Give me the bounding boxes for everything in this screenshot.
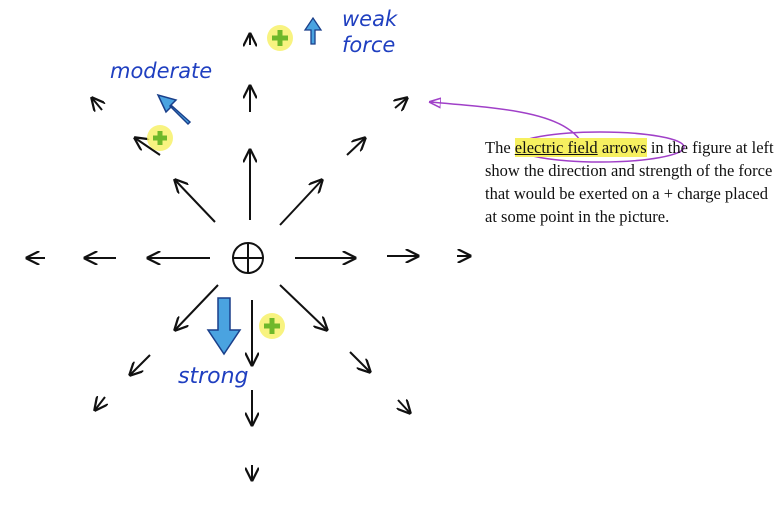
label-moderate: moderate <box>110 59 212 83</box>
field-arrow <box>92 98 102 110</box>
field-arrow <box>175 284 219 330</box>
field-arrows <box>27 34 470 480</box>
caption-rest: in the figure at left show the direction… <box>485 138 774 226</box>
label-force: force <box>342 33 395 57</box>
test-charge-strong <box>259 313 285 339</box>
field-arrow <box>130 354 151 375</box>
highlight-electric-field: electric field <box>514 138 598 157</box>
test-charge-moderate <box>147 125 173 151</box>
label-strong: strong <box>178 364 249 389</box>
field-arrow <box>279 180 322 226</box>
field-arrow <box>346 138 365 156</box>
weak-force-arrow <box>303 16 323 45</box>
label-weak: weak <box>342 7 398 31</box>
moderate-force-arrow <box>156 93 192 126</box>
caption-text: The electric field arrows in the figure … <box>485 136 775 228</box>
field-arrow <box>395 98 407 108</box>
field-arrow <box>95 397 105 410</box>
field-arrow <box>398 400 410 413</box>
field-arrow <box>135 138 161 156</box>
field-arrow <box>349 351 370 372</box>
test-charge-weak <box>267 25 293 51</box>
caption-prefix: The <box>485 138 515 157</box>
strong-force-arrow <box>206 297 242 356</box>
field-arrow <box>279 284 327 330</box>
central-charge <box>232 242 264 274</box>
field-arrow <box>175 180 216 223</box>
highlight-arrows: arrows <box>597 138 647 157</box>
